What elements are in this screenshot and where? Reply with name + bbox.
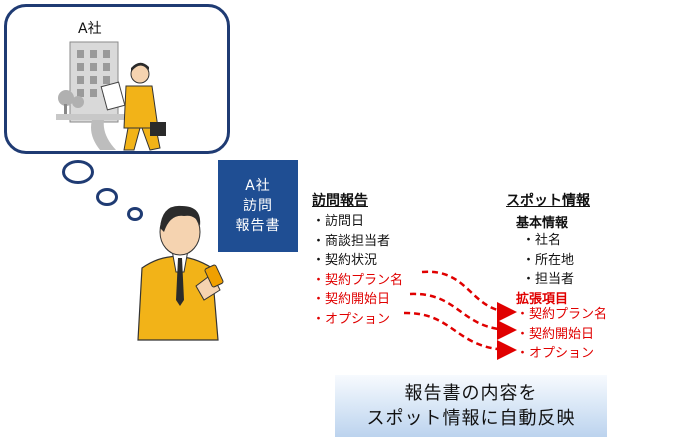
list-item-mapped: ・オプション bbox=[312, 311, 391, 327]
arrow-option bbox=[403, 311, 517, 360]
list-item: ・商談担当者 bbox=[312, 233, 391, 249]
arrow-plan bbox=[421, 270, 517, 322]
list-item-extended: ・契約プラン名 bbox=[516, 307, 608, 322]
summary-banner: 報告書の内容を スポット情報に自動反映 bbox=[335, 375, 607, 437]
basic-info-list: ・社名 ・所在地 ・担当者 bbox=[522, 231, 574, 290]
visit-report-list: ・訪問日 ・商談担当者 ・契約状況 ・契約プラン名 ・契約開始日 ・オプション bbox=[312, 212, 403, 329]
report-box-line: A社 bbox=[245, 178, 271, 194]
report-box-line: 報告書 bbox=[235, 218, 281, 234]
list-item-extended: ・オプション bbox=[516, 346, 595, 361]
extended-items-list: ・契約プラン名 ・契約開始日 ・オプション bbox=[516, 305, 607, 364]
basic-info-heading: 基本情報 bbox=[516, 216, 569, 231]
banner-line: スポット情報に自動反映 bbox=[366, 408, 576, 429]
businessman-phone-icon bbox=[137, 205, 224, 341]
spot-info-title: スポット情報 bbox=[506, 193, 590, 209]
list-item: ・契約状況 bbox=[312, 253, 378, 268]
list-item-extended: ・契約開始日 bbox=[516, 326, 595, 342]
company-label: A社 bbox=[78, 21, 102, 37]
list-item: ・所在地 bbox=[522, 252, 575, 268]
report-box-line: 訪問 bbox=[243, 198, 273, 214]
report-document-box: A社 訪問 報告書 bbox=[218, 160, 298, 252]
list-item-mapped: ・契約プラン名 bbox=[312, 272, 404, 288]
arrow-start-date bbox=[409, 292, 517, 340]
list-item: ・社名 bbox=[522, 233, 562, 248]
thought-dot-large bbox=[62, 160, 94, 184]
thought-dot-small bbox=[127, 207, 143, 221]
list-item: ・訪問日 bbox=[312, 214, 365, 229]
banner-line: 報告書の内容を bbox=[404, 383, 538, 404]
extended-items-heading: 拡張項目 bbox=[516, 292, 569, 307]
visit-report-title: 訪問報告 bbox=[312, 193, 368, 209]
list-item: ・担当者 bbox=[522, 272, 575, 287]
thought-dot-medium bbox=[96, 188, 118, 206]
list-item-mapped: ・契約開始日 bbox=[312, 292, 391, 307]
walking-man-icon bbox=[100, 62, 166, 151]
